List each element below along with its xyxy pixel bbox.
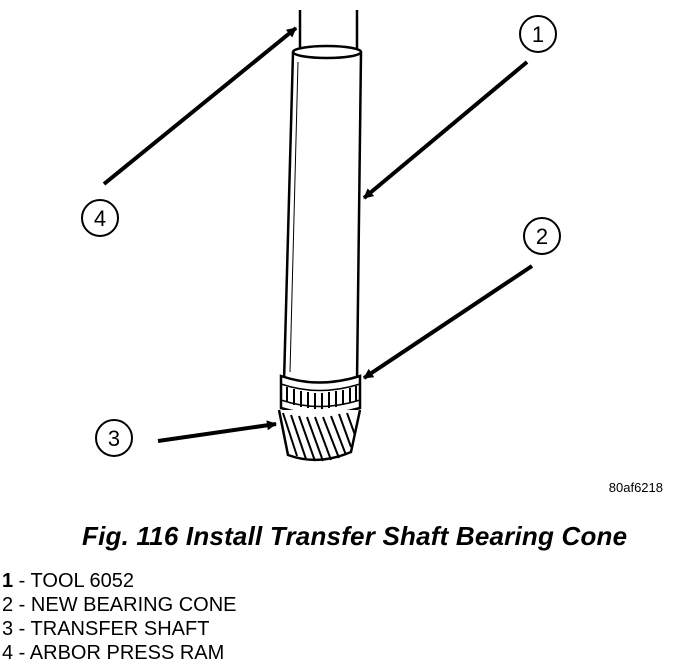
legend-text: ARBOR PRESS RAM <box>29 642 225 664</box>
svg-text:4: 4 <box>94 206 106 231</box>
legend-item: 4 - ARBOR PRESS RAM <box>2 641 236 665</box>
legend-text: NEW BEARING CONE <box>30 594 237 616</box>
leader-arrow-2 <box>362 264 534 380</box>
legend-separator: - <box>13 618 31 640</box>
callout-3: 3 <box>95 419 133 457</box>
transfer-shaft <box>277 409 362 462</box>
legend-number: 2 <box>2 594 14 616</box>
legend-text: TOOL 6052 <box>30 570 134 592</box>
legend-number: 1 <box>2 570 14 592</box>
legend-separator: - <box>13 594 31 616</box>
svg-text:3: 3 <box>108 426 120 451</box>
svg-text:1: 1 <box>532 22 544 47</box>
new-bearing-cone <box>279 374 362 416</box>
legend-list: 1 - TOOL 6052 2 - NEW BEARING CONE 3 - T… <box>2 569 236 665</box>
legend-separator: - <box>13 570 31 592</box>
callout-1: 1 <box>519 15 557 53</box>
legend-number: 4 <box>2 642 14 664</box>
svg-text:2: 2 <box>536 224 548 249</box>
callout-4: 4 <box>81 199 119 237</box>
figure-code: 80af6218 <box>609 480 663 495</box>
legend-item: 2 - NEW BEARING CONE <box>2 593 236 617</box>
leader-arrow-1 <box>362 60 529 200</box>
tool-6052 <box>282 44 363 383</box>
leader-arrow-3 <box>157 420 277 443</box>
legend-item: 3 - TRANSFER SHAFT <box>2 617 236 641</box>
legend-item: 1 - TOOL 6052 <box>2 569 236 593</box>
arbor-press-ram <box>298 10 359 50</box>
leader-arrow-4 <box>102 26 298 186</box>
legend-text: TRANSFER SHAFT <box>30 618 210 640</box>
legend-separator: - <box>13 642 30 664</box>
figure-caption: Fig. 116 Install Transfer Shaft Bearing … <box>82 521 628 551</box>
callout-2: 2 <box>523 217 561 255</box>
diagram-illustration: 1 2 3 4 80af6218 <box>81 10 663 495</box>
legend-number: 3 <box>2 618 14 640</box>
